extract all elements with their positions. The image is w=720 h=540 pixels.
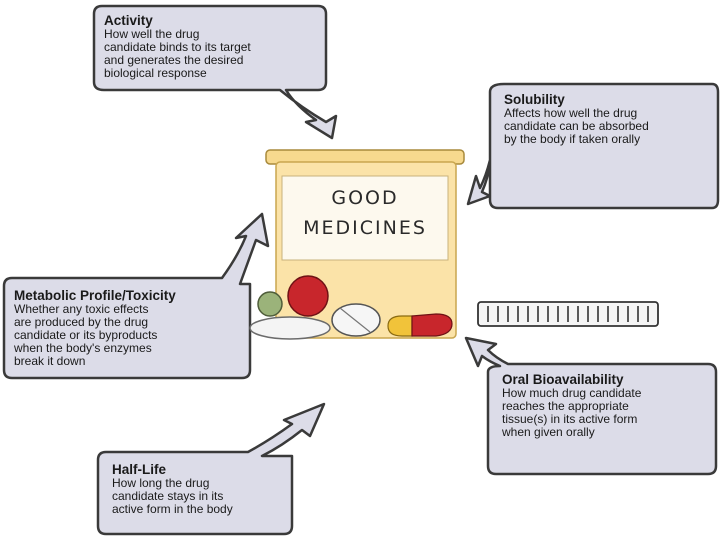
oral-bioavailability-title: Oral Bioavailability (502, 372, 641, 387)
oral-bioavailability-line: when given orally (502, 426, 641, 439)
pill-capsule-yellow-half (388, 316, 412, 336)
solubility-title: Solubility (504, 92, 649, 107)
bottle-label-line-2: MEDICINES (303, 217, 427, 239)
pill-capsule-red-half (412, 314, 452, 336)
pill-green (258, 292, 282, 316)
solubility-bubble: Solubility Affects how well the drug can… (504, 92, 649, 146)
half-life-line: active form in the body (112, 503, 233, 516)
metabolic-line: break it down (14, 355, 176, 368)
activity-bubble: Activity How well the drug candidate bin… (104, 13, 251, 80)
half-life-bubble: Half-Life How long the drug candidate st… (112, 462, 233, 516)
activity-title: Activity (104, 13, 251, 28)
bottle-label-line-1: GOOD (331, 187, 398, 209)
half-life-title: Half-Life (112, 462, 233, 477)
solubility-line: by the body if taken orally (504, 133, 649, 146)
bottle-cap-lying (478, 302, 658, 326)
pill-white-capsule (250, 317, 330, 339)
metabolic-title: Metabolic Profile/Toxicity (14, 288, 176, 303)
metabolic-bubble: Metabolic Profile/Toxicity Whether any t… (14, 288, 176, 368)
pill-white-round (332, 304, 380, 336)
pill-red (288, 276, 328, 316)
oral-bioavailability-bubble: Oral Bioavailability How much drug candi… (502, 372, 641, 439)
activity-line: biological response (104, 67, 251, 80)
